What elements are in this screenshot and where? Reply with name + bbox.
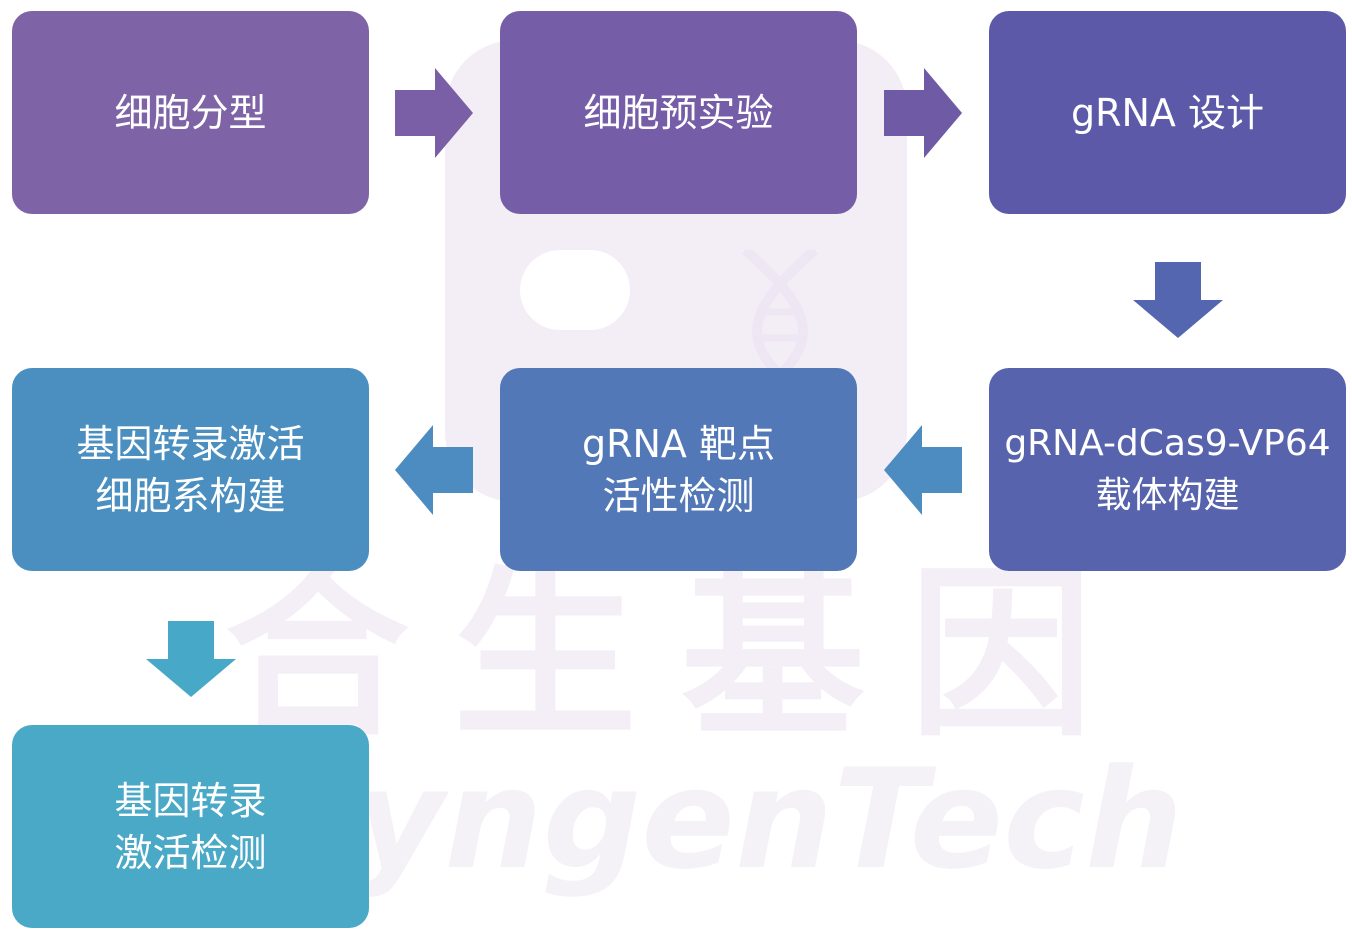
step-label: 细胞分型 [114, 90, 267, 135]
step-vector-construction: gRNA-dCas9-VP64 载体构建 [989, 368, 1346, 571]
arrow-down-icon [1133, 262, 1223, 338]
arrow-down-icon [146, 621, 236, 697]
step-label-line1: gRNA 靶点 [581, 421, 776, 466]
step-grna-design: gRNA 设计 [989, 11, 1346, 214]
arrow-left-icon [395, 425, 473, 515]
step-cell-pretest: 细胞预实验 [500, 11, 857, 214]
arrow-right-icon [395, 68, 473, 158]
step-label-line2: 活性检测 [602, 473, 755, 518]
step-label-line2: 激活检测 [114, 830, 267, 875]
step-cell-typing: 细胞分型 [12, 11, 369, 214]
step-label-line2: 载体构建 [1095, 474, 1240, 516]
step-label-line1: gRNA-dCas9-VP64 [1004, 422, 1331, 464]
step-label-line1: 基因转录 [114, 778, 267, 823]
watermark-logo-cutout [520, 250, 630, 330]
step-label: gRNA 设计 [1070, 90, 1265, 135]
step-activation-detection: 基因转录 激活检测 [12, 725, 369, 928]
watermark-chinese-text: 合生基因 [225, 548, 1138, 762]
step-label-line2: 细胞系构建 [95, 473, 286, 518]
step-label: 细胞预实验 [583, 90, 774, 135]
arrow-left-icon [884, 425, 962, 515]
step-label-line1: 基因转录激活 [76, 421, 305, 466]
step-grna-activity-test: gRNA 靶点 活性检测 [500, 368, 857, 571]
arrow-right-icon [884, 68, 962, 158]
watermark-english-text: SyngenTech [255, 739, 1184, 900]
step-cell-line-construction: 基因转录激活 细胞系构建 [12, 368, 369, 571]
